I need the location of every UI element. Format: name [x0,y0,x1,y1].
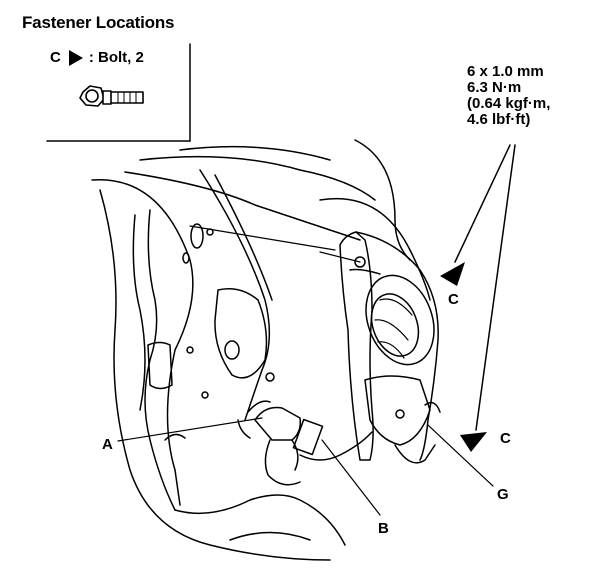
arrowhead-c-upper [440,262,465,286]
callout-leaders [117,417,494,516]
arrow-icon [68,49,83,66]
wiring-connectors [237,400,373,486]
arrowhead-c-lower [460,432,487,452]
spec-leaders [454,144,516,431]
legend-code: C [50,49,61,66]
body-panel [91,139,431,561]
callout-a: A [102,436,113,453]
spec-line-1: 6 x 1.0 mm [467,63,544,80]
bolt-icon [79,85,144,107]
legend-label: : Bolt, 2 [88,49,144,66]
legend-bolt: C : Bolt, 2 [50,49,144,66]
legend-box [46,43,191,142]
spec-line-2: 6.3 N·m [467,79,522,96]
callout-g: G [497,486,509,503]
diagram-title: Fastener Locations [22,13,175,32]
callout-c-lower: C [500,430,511,447]
callout-b: B [378,520,389,537]
torque-spec: 6 x 1.0 mm 6.3 N·m (0.64 kgf·m, 4.6 lbf·… [467,64,550,128]
taillight-housing [189,225,441,464]
callout-c-upper: C [448,291,459,308]
spec-line-3: (0.64 kgf·m, [467,95,551,112]
spec-line-4: 4.6 lbf·ft) [467,111,531,128]
